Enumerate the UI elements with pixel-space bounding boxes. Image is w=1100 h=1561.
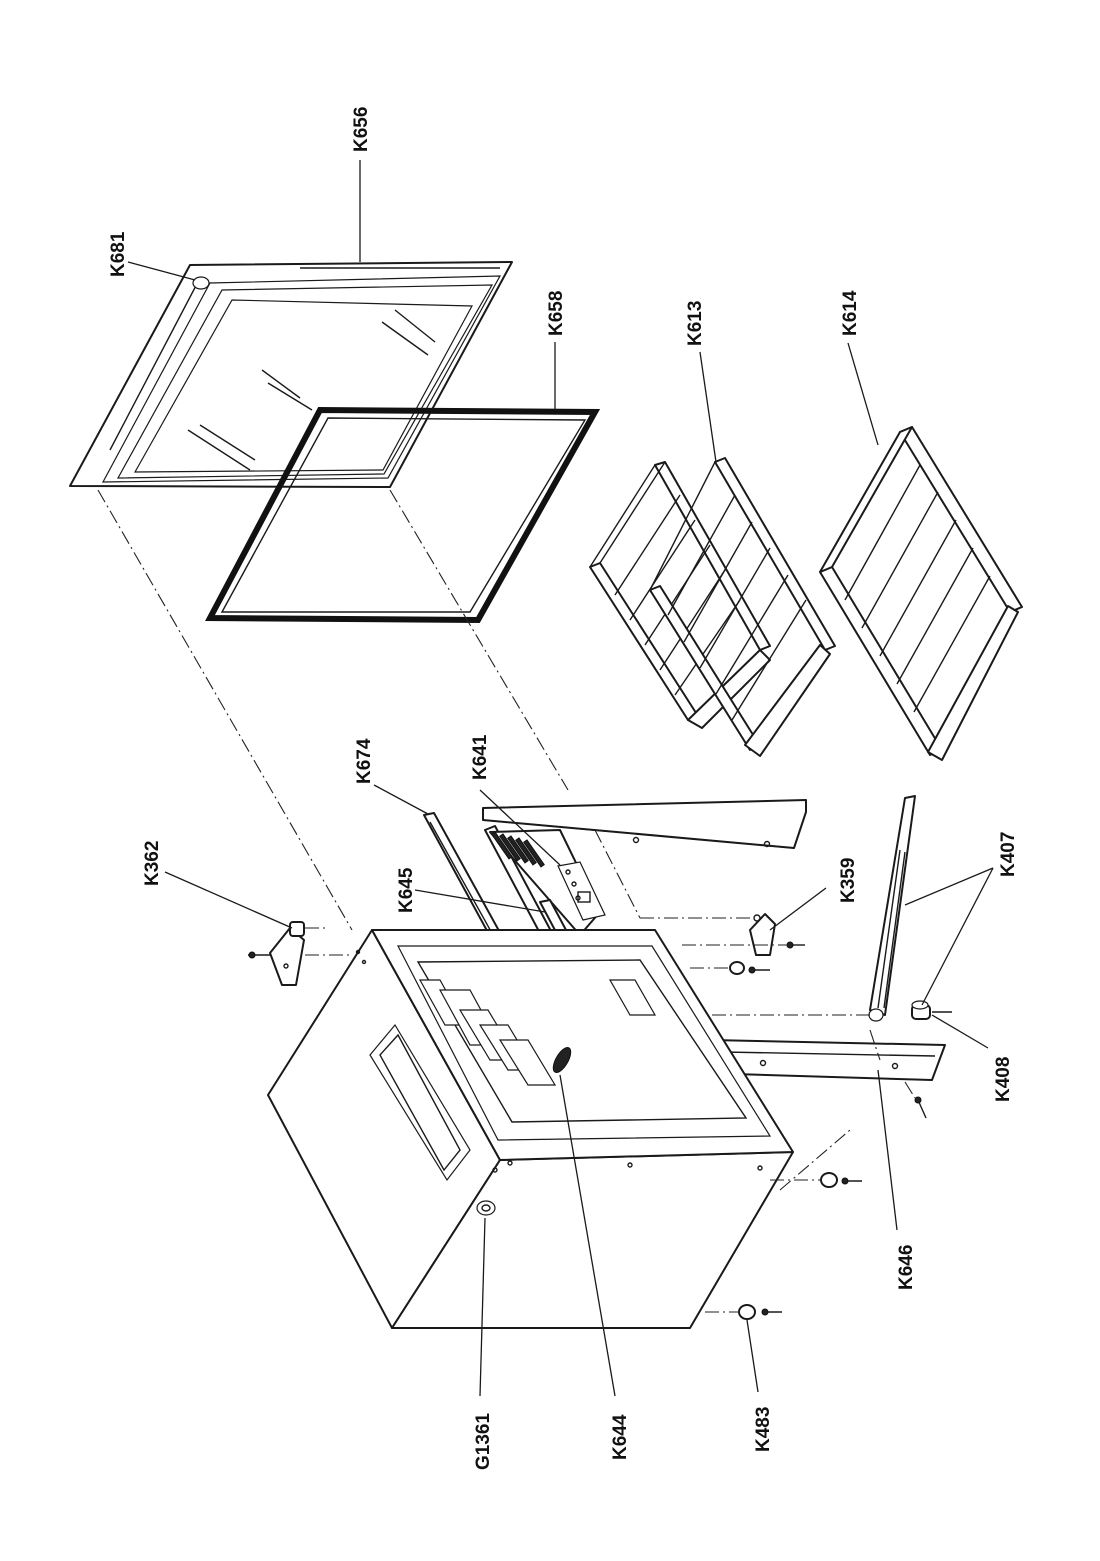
- door-frame: [69, 261, 513, 488]
- display-module: [557, 861, 606, 921]
- label-k674: K674: [354, 738, 375, 784]
- shelf-k614: [819, 426, 1023, 761]
- fasteners: [552, 961, 927, 1320]
- hinge-bushing: [192, 276, 210, 290]
- leader-lines: [127, 160, 994, 1397]
- label-k408: K408: [993, 1057, 1014, 1102]
- top-hinge-k362: [248, 921, 305, 986]
- label-k681: K681: [108, 231, 129, 277]
- part-labels: K656 K681 K658 K613 K614 K674 K641 K362 …: [108, 107, 1019, 1470]
- label-k359: K359: [838, 858, 859, 903]
- label-k483: K483: [753, 1407, 774, 1452]
- cabinet-body: [267, 929, 794, 1329]
- label-k641: K641: [470, 734, 491, 780]
- label-k644: K644: [610, 1414, 631, 1460]
- shelf-k613-front: [649, 457, 836, 757]
- label-k407: K407: [998, 832, 1019, 877]
- label-k656: K656: [351, 107, 372, 152]
- label-k614: K614: [840, 290, 861, 336]
- label-k658: K658: [546, 291, 567, 336]
- vent-grille: [491, 831, 545, 868]
- label-k362: K362: [142, 841, 163, 886]
- grommet: [476, 1200, 496, 1216]
- label-k646: K646: [896, 1245, 917, 1290]
- door-gasket: [205, 406, 601, 624]
- label-k613: K613: [685, 301, 706, 346]
- leg-cap: [911, 1000, 952, 1020]
- shelf-k613-rear: [589, 461, 771, 729]
- leveling-leg: [868, 795, 952, 1022]
- label-g1361: G1361: [473, 1413, 494, 1470]
- assembly-lines: [97, 489, 916, 1313]
- upper-side-rail: [482, 799, 807, 849]
- bottom-hinge-k359: [749, 913, 805, 956]
- label-k645: K645: [396, 867, 417, 913]
